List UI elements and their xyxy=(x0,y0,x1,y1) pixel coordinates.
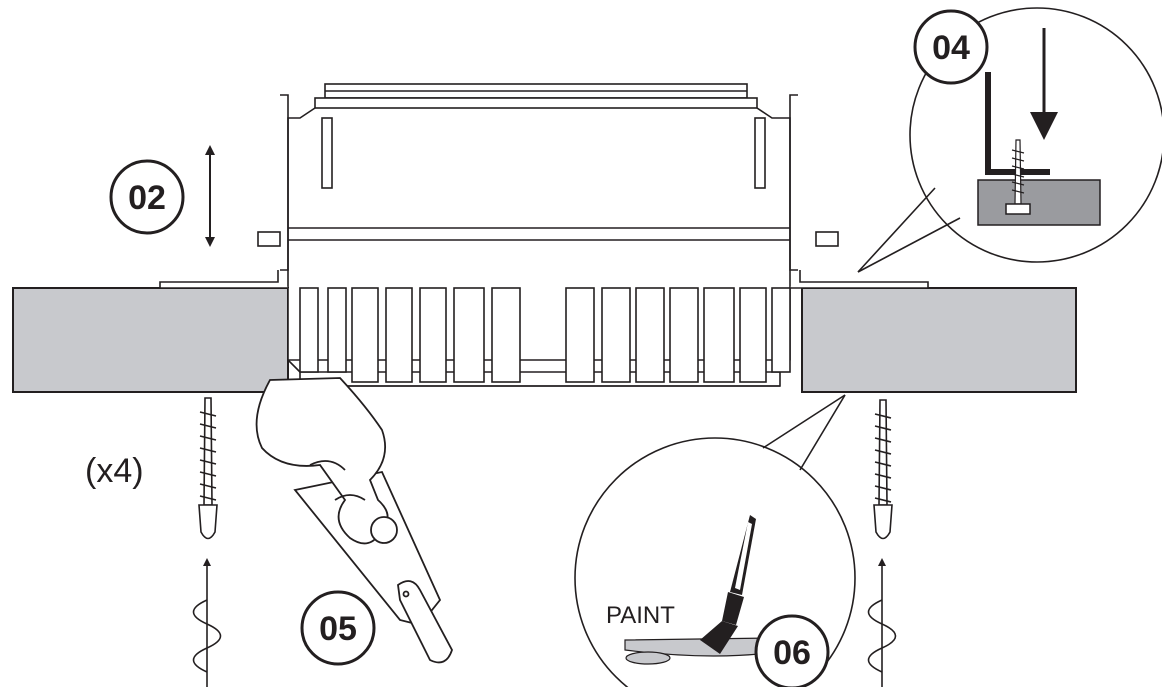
step-04-label: 04 xyxy=(932,29,970,67)
grille-slats xyxy=(299,287,791,383)
paint-label: PAINT xyxy=(606,602,675,629)
step-06-badge: 06 xyxy=(754,614,830,687)
step-05-badge: 05 xyxy=(300,590,376,666)
screwdriver-rotation-right xyxy=(867,558,897,687)
screwdriver-rotation-left xyxy=(192,558,222,687)
screw-left xyxy=(198,397,218,540)
detail-callout-04 xyxy=(857,7,1162,273)
step-02-badge: 02 xyxy=(109,159,185,235)
hand-with-putty-knife xyxy=(255,377,453,664)
step-02-label: 02 xyxy=(128,179,166,217)
right-ceiling-board xyxy=(801,287,1077,393)
quantity-label: (x4) xyxy=(85,452,144,490)
left-ceiling-board xyxy=(12,287,289,393)
step-05-label: 05 xyxy=(319,610,357,648)
screw-right xyxy=(873,399,893,540)
step-04-badge: 04 xyxy=(913,9,989,85)
step-06-label: 06 xyxy=(773,634,811,672)
